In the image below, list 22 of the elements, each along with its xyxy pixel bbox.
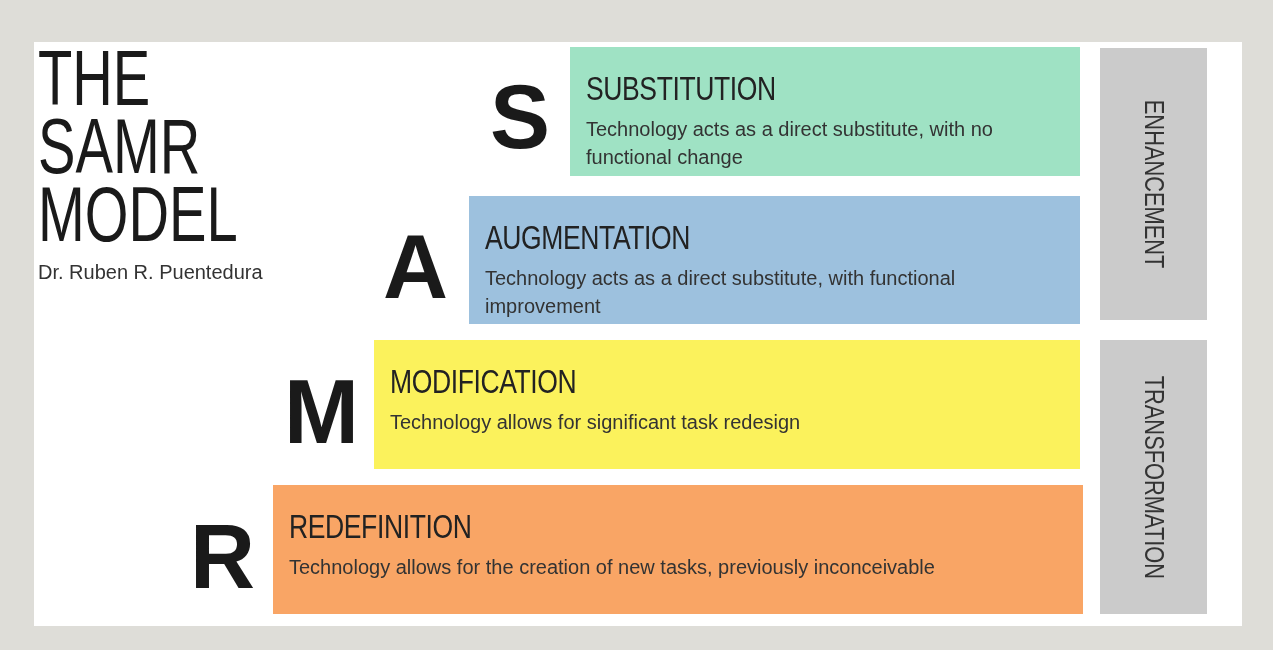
level-box bbox=[469, 196, 1080, 324]
level-description: Technology allows for significant task redesign bbox=[390, 410, 802, 435]
category-label: ENHANCEMENT bbox=[1137, 99, 1170, 269]
level-heading: REDEFINITION bbox=[289, 507, 472, 546]
level-box bbox=[570, 47, 1080, 176]
level-description: Technology allows for the creation of new tasks, previously inconceivable bbox=[289, 555, 936, 580]
level-letter: M bbox=[284, 367, 359, 457]
category-band bbox=[1100, 340, 1207, 614]
level-box bbox=[374, 340, 1080, 469]
level-heading: MODIFICATION bbox=[390, 362, 577, 401]
level-heading: AUGMENTATION bbox=[485, 218, 691, 257]
level-description: Technology acts as a direct substitute, with no functional change bbox=[586, 117, 994, 170]
author-name: Dr. Ruben R. Puentedura bbox=[38, 261, 263, 284]
diagram-title: THE SAMR MODEL bbox=[38, 44, 239, 248]
level-letter: R bbox=[190, 512, 255, 602]
level-letter: S bbox=[490, 72, 551, 162]
level-heading: SUBSTITUTION bbox=[586, 69, 776, 108]
level-box bbox=[273, 485, 1083, 614]
category-label: TRANSFORMATION bbox=[1137, 375, 1170, 579]
category-band bbox=[1100, 48, 1207, 320]
level-description: Technology acts as a direct substitute, with functional improvement bbox=[485, 266, 957, 319]
level-letter: A bbox=[383, 222, 448, 312]
